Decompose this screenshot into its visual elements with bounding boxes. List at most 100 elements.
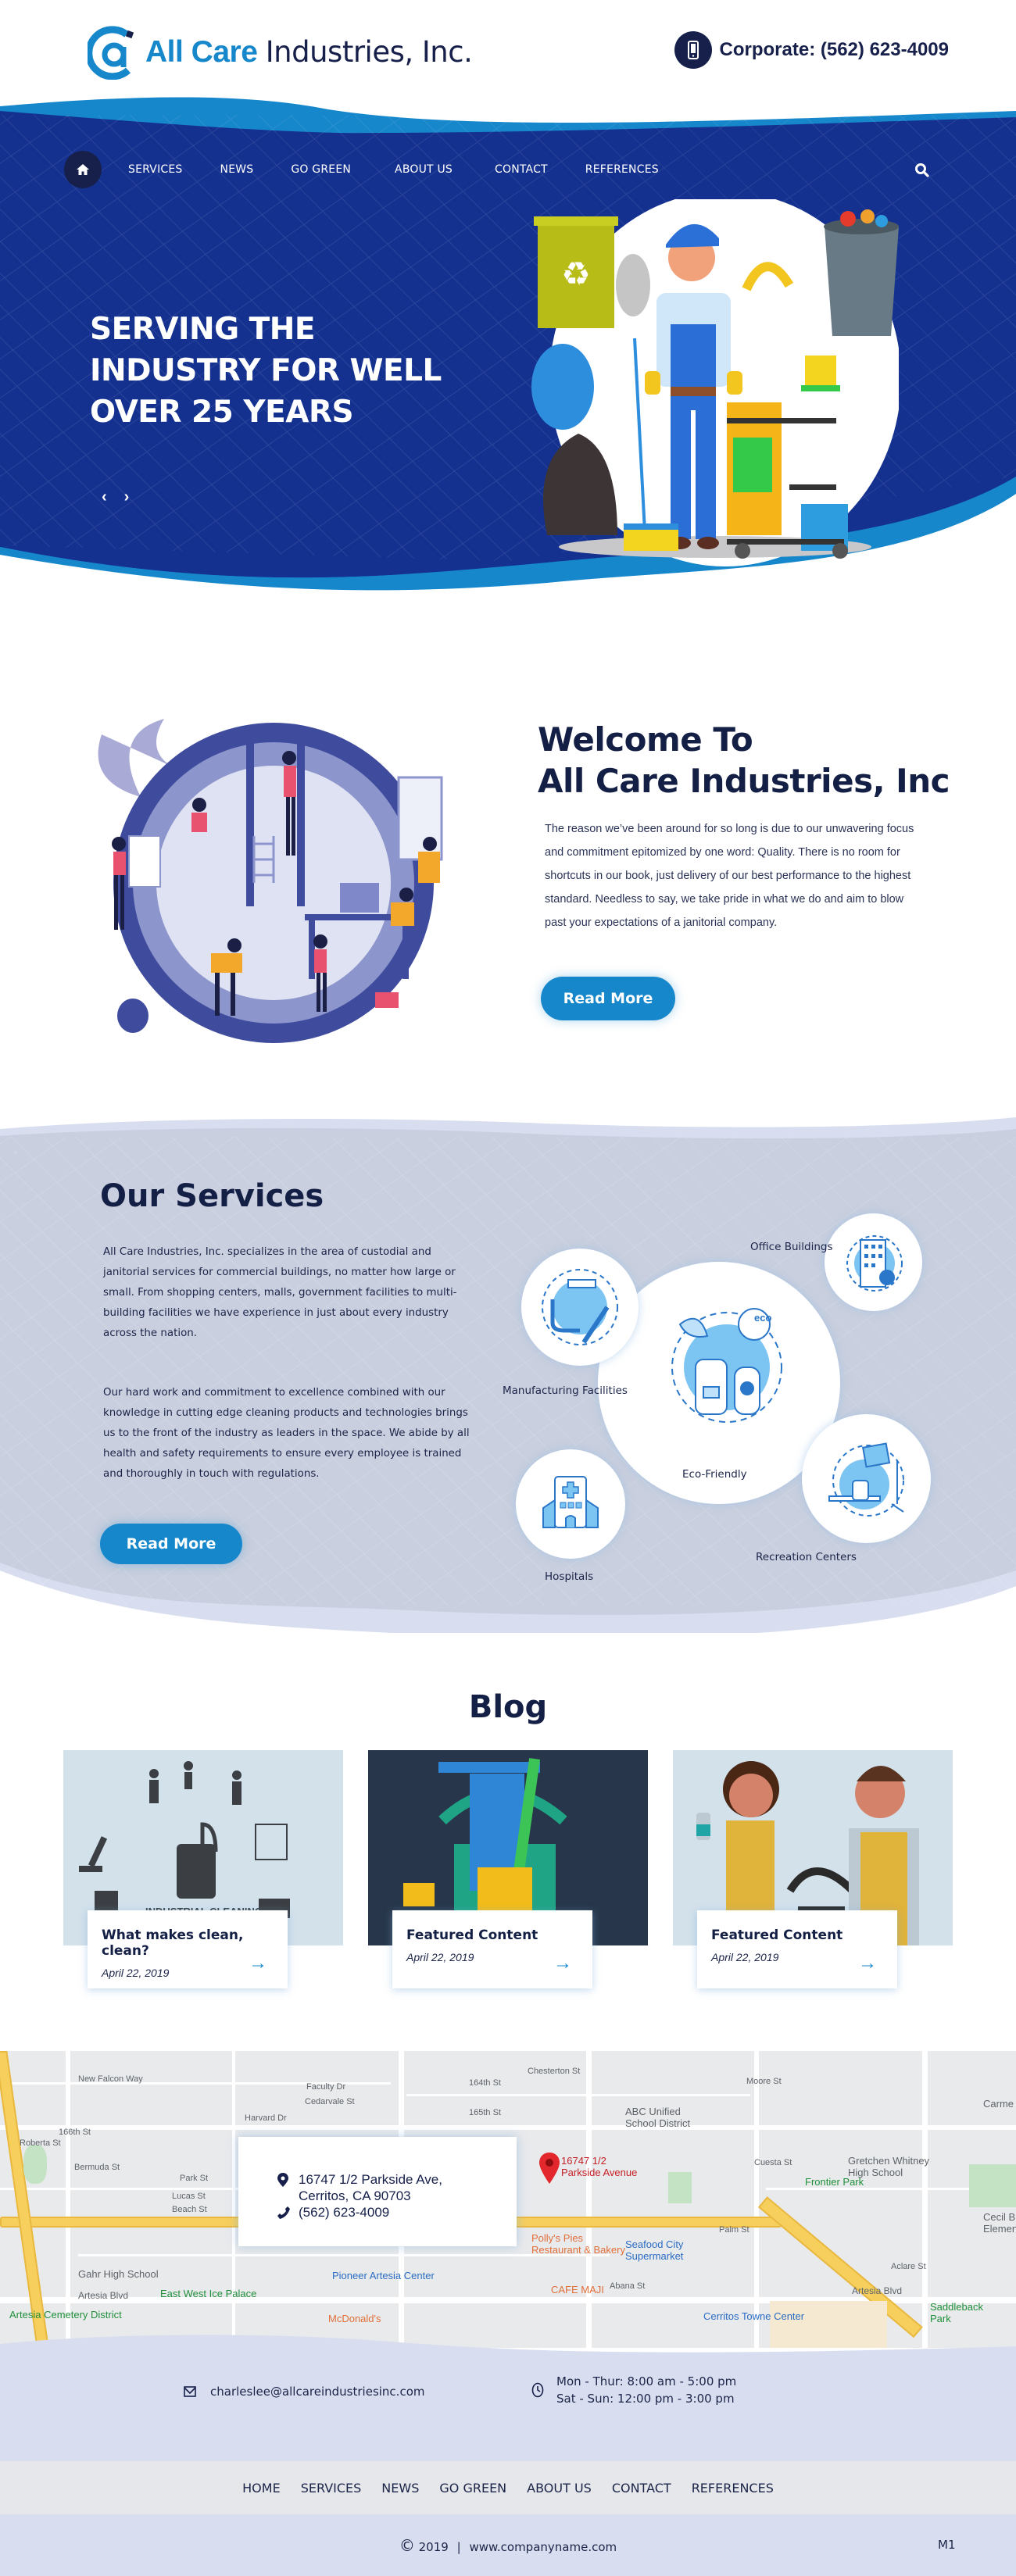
poi-line: Supermarket xyxy=(625,2250,684,2262)
map-poi-mcdonalds[interactable]: McDonald's xyxy=(328,2313,381,2324)
service-label-manufacturing: Manufacturing Facilities xyxy=(503,1384,628,1397)
map-street-label: 165th St xyxy=(469,2108,501,2117)
map-street-label: Park St xyxy=(180,2174,209,2183)
map-poi-gahr-high-school[interactable]: Gahr High School xyxy=(78,2268,159,2280)
nav-news[interactable]: NEWS xyxy=(220,163,254,176)
services-read-more-button[interactable]: Read More xyxy=(100,1524,242,1564)
blog-card-title[interactable]: What makes clean, clean? xyxy=(102,1928,244,1959)
site-header: All Care Industries, Inc. Corporate: (56… xyxy=(0,0,1016,109)
map-street-label: Cuesta St xyxy=(754,2158,792,2167)
address-phone[interactable]: (562) 623-4009 xyxy=(299,2205,390,2220)
corporate-phone[interactable]: Corporate: (562) 623-4009 xyxy=(674,31,949,69)
service-bubble-recreation[interactable] xyxy=(802,1414,931,1543)
logo[interactable]: All Care Industries, Inc. xyxy=(88,23,473,80)
blog-card-date: April 22, 2019 xyxy=(406,1951,474,1963)
service-bubble-hospitals[interactable] xyxy=(516,1449,625,1559)
search-icon xyxy=(915,163,929,177)
arrow-right-icon[interactable]: → xyxy=(553,1953,572,1974)
nav-about-us[interactable]: ABOUT US xyxy=(395,163,453,176)
address-line1: 16747 1/2 Parkside Ave, xyxy=(299,2172,442,2187)
map-poi-cemetery[interactable]: Artesia Cemetery District xyxy=(9,2309,122,2321)
footer-wave xyxy=(0,2335,1016,2363)
service-label-eco-friendly: Eco-Friendly xyxy=(682,1468,747,1481)
poi-line: Restaurant & Bakery xyxy=(531,2244,625,2256)
home-button[interactable] xyxy=(64,151,102,188)
map-poi-cafe-maji[interactable]: CAFE MAJI xyxy=(551,2284,604,2296)
office-building-icon xyxy=(846,1235,903,1292)
map-poi-carme[interactable]: Carme xyxy=(983,2098,1014,2110)
footer-nav-about-us[interactable]: ABOUT US xyxy=(527,2480,592,2496)
pin-label-line: Parkside Avenue xyxy=(561,2167,638,2178)
map-poi-ice-palace[interactable]: East West Ice Palace xyxy=(160,2288,257,2299)
map-street-label: Bermuda St xyxy=(74,2163,120,2172)
service-label-hospitals: Hospitals xyxy=(545,1570,594,1583)
footer-email-text: charleslee@allcareindustriesinc.com xyxy=(210,2385,425,2399)
hospital-icon xyxy=(542,1476,599,1528)
footer-nav-contact[interactable]: CONTACT xyxy=(611,2480,671,2496)
map-poi-cecil-elementary[interactable]: Cecil BElementa xyxy=(983,2211,1016,2235)
nav-contact[interactable]: CONTACT xyxy=(495,163,548,176)
blog-card-date: April 22, 2019 xyxy=(102,1967,170,1979)
main-nav: SERVICES NEWS GO GREEN ABOUT US CONTACT … xyxy=(64,150,696,189)
service-bubble-office[interactable] xyxy=(825,1213,922,1311)
poi-line: High School xyxy=(848,2167,903,2178)
arrow-right-icon[interactable]: → xyxy=(249,1953,267,1974)
nav-services[interactable]: SERVICES xyxy=(128,163,183,176)
hours-weekday: Mon - Thur: 8:00 am - 5:00 pm xyxy=(556,2374,737,2388)
blog-card[interactable]: Featured Content April 22, 2019 → xyxy=(697,1910,897,1988)
phone-icon xyxy=(277,2206,290,2219)
welcome-heading-line1: Welcome To xyxy=(538,720,753,759)
map-poi-cerritos-towne-center[interactable]: Cerritos Towne Center xyxy=(703,2310,805,2322)
carousel-prev-arrow-icon[interactable]: ‹ xyxy=(102,488,107,506)
map-poi-pioneer-center[interactable]: Pioneer Artesia Center xyxy=(332,2270,435,2281)
search-button[interactable] xyxy=(914,163,930,182)
map-street-label: Abana St xyxy=(610,2281,646,2291)
footer-nav-home[interactable]: HOME xyxy=(242,2480,281,2496)
carousel-next-arrow-icon[interactable]: › xyxy=(123,488,130,506)
blog-card[interactable]: Featured Content April 22, 2019 → xyxy=(392,1910,592,1988)
address-line2: Cerritos, CA 90703 xyxy=(299,2188,411,2203)
service-bubble-manufacturing[interactable] xyxy=(521,1249,639,1366)
map-street-label: Chesterton St xyxy=(528,2067,581,2076)
footer-nav-references[interactable]: REFERENCES xyxy=(691,2480,774,2496)
footer-nav-services[interactable]: SERVICES xyxy=(300,2480,362,2496)
nav-references[interactable]: REFERENCES xyxy=(585,163,659,176)
arrow-right-icon[interactable]: → xyxy=(858,1953,877,1974)
footer-nav: HOME SERVICES NEWS GO GREEN ABOUT US CON… xyxy=(0,2461,1016,2514)
blog-card[interactable]: What makes clean, clean? April 22, 2019 … xyxy=(88,1910,288,1988)
poi-line: Elementa xyxy=(983,2223,1016,2235)
map-street-label: Cedarvale St xyxy=(305,2097,355,2106)
map-street-label: 164th St xyxy=(469,2078,501,2088)
mobile-phone-icon xyxy=(674,31,712,69)
footer-email[interactable]: charleslee@allcareindustriesinc.com xyxy=(184,2385,424,2399)
clock-icon xyxy=(531,2382,544,2398)
welcome-read-more-button[interactable]: Read More xyxy=(541,977,675,1020)
poi-line: Saddleback xyxy=(930,2301,983,2313)
poi-line: Park xyxy=(930,2313,951,2324)
map-street-label: Faculty Dr xyxy=(306,2082,346,2092)
footer-nav-go-green[interactable]: GO GREEN xyxy=(439,2480,507,2496)
footer-nav-news[interactable]: NEWS xyxy=(381,2480,420,2496)
nav-go-green[interactable]: GO GREEN xyxy=(291,163,352,176)
hero-headline: SERVING THE INDUSTRY FOR WELL OVER 25 YE… xyxy=(90,309,496,433)
hero-headline-line: OVER 25 YEARS xyxy=(90,395,354,430)
footer-copyright-bar: © 2019 | www.companyname.com M1 xyxy=(0,2514,1016,2576)
map-street-label: Aclare St xyxy=(891,2262,926,2271)
blog-card-date: April 22, 2019 xyxy=(711,1951,779,1963)
map-pin-icon[interactable] xyxy=(539,2153,560,2184)
map-poi-frontier-park[interactable]: Frontier Park xyxy=(805,2176,864,2188)
blog-card-title[interactable]: Featured Content xyxy=(711,1928,843,1943)
poi-line: Polly's Pies xyxy=(531,2232,584,2244)
services-paragraph-1: All Care Industries, Inc. specializes in… xyxy=(103,1246,457,1339)
logo-bold-text: All Care xyxy=(145,34,258,69)
copyright-website[interactable]: www.companyname.com xyxy=(469,2540,617,2554)
blog-card-title[interactable]: Featured Content xyxy=(406,1928,538,1943)
eco-badge-text: eco xyxy=(754,1312,772,1324)
email-icon xyxy=(184,2386,196,2397)
